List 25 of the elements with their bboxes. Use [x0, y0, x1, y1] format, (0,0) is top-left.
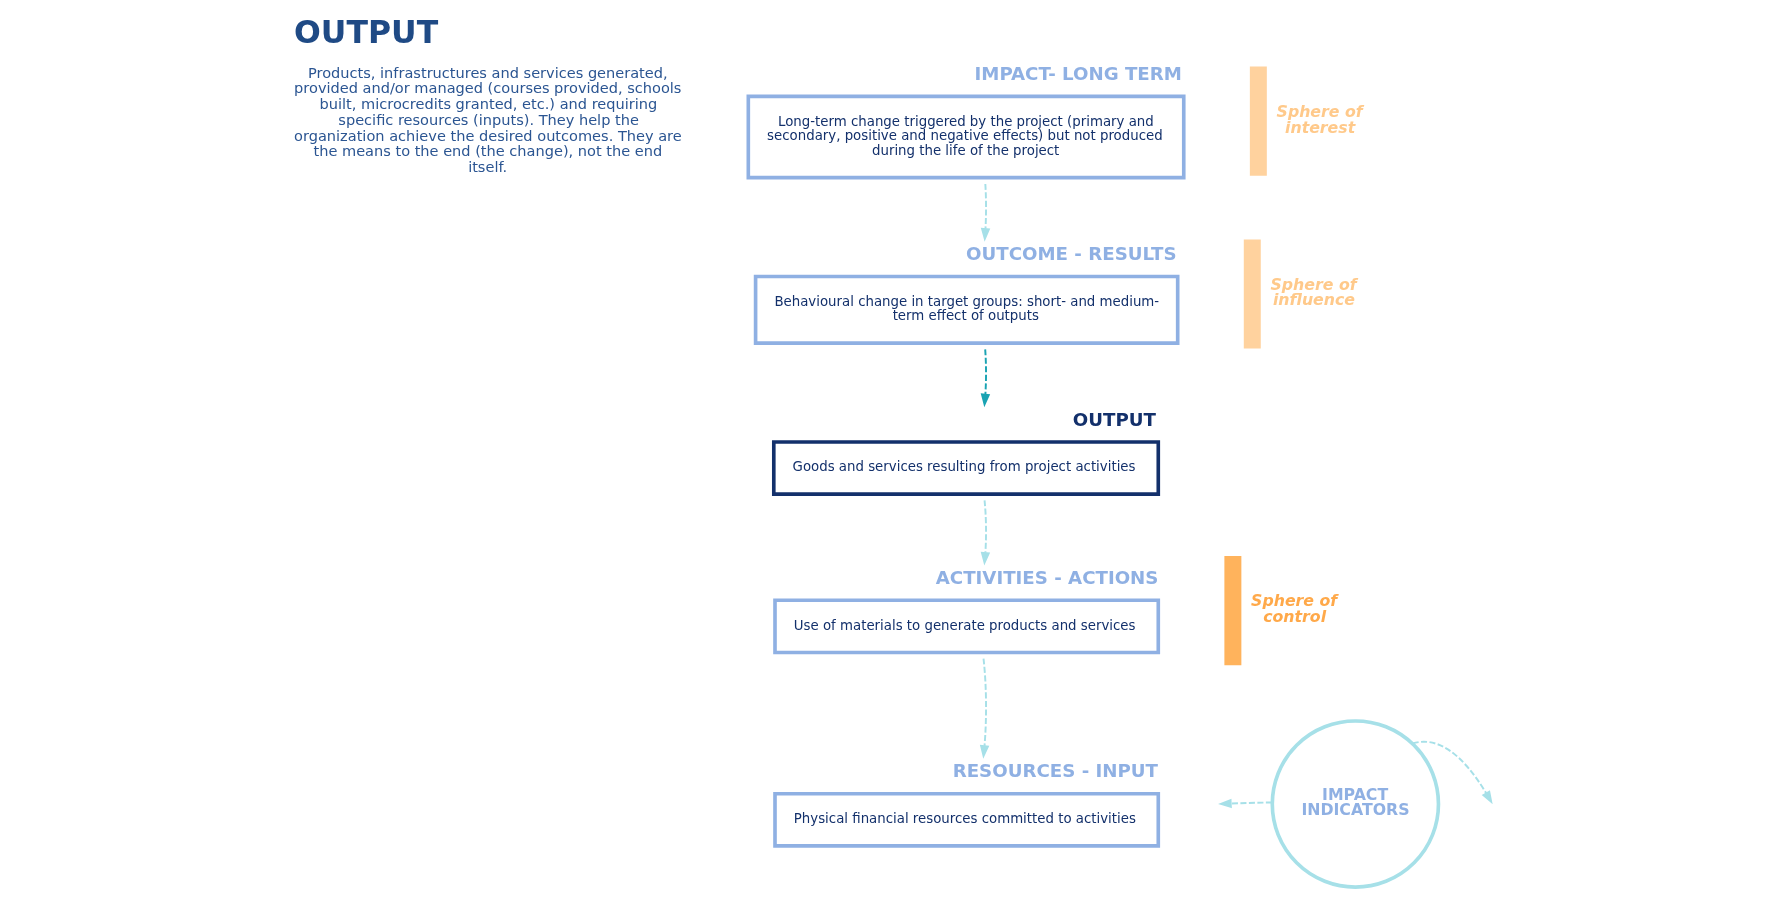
node-label: ACTIVITIES - ACTIONS: [935, 566, 1159, 588]
node-box: [1243, 238, 1261, 349]
node-box: Physical financial resources committed to activities: [773, 791, 1161, 848]
arrow: [1218, 798, 1273, 808]
node-box: [1249, 66, 1267, 176]
arrow: [979, 657, 990, 759]
node-label: RESOURCES - INPUT: [952, 759, 1159, 781]
node-label: OUTCOME - RESULTS: [966, 242, 1177, 264]
label: Products, infrastructures and services generated, provided and/or managed (courses provided, schools built, microcredits granted, etc.) and requiring specific resources (inputs). They help the organization achieve the desired outcomes. They are the means to the end (the change), not the end itself.: [294, 63, 682, 175]
arrow: [1411, 740, 1493, 804]
node-box: Behavioural change in target groups: short- and medium-term effect of outputs: [753, 274, 1180, 345]
arrow: [980, 347, 991, 407]
node-label: Sphere of interest: [1276, 101, 1363, 137]
arrow: [980, 182, 991, 242]
node-box: Use of materials to generate products and services: [773, 597, 1161, 654]
node-label: Sphere of control: [1251, 590, 1338, 626]
node-box: [1224, 555, 1242, 665]
node-label: IMPACT- LONG TERM: [974, 62, 1182, 84]
node-circle: IMPACT INDICATORS: [1270, 718, 1441, 889]
node-box: Long-term change triggered by the project (primary and secondary, positive and negative effects) but not produced during the life of the project: [746, 94, 1186, 179]
arrow: [980, 498, 991, 566]
node-label: Sphere of influence: [1270, 274, 1357, 309]
node-box: Goods and services resulting from project activities: [771, 439, 1161, 496]
diagram-title: OUTPUT: [294, 13, 439, 50]
node-label: OUTPUT: [1072, 408, 1156, 430]
